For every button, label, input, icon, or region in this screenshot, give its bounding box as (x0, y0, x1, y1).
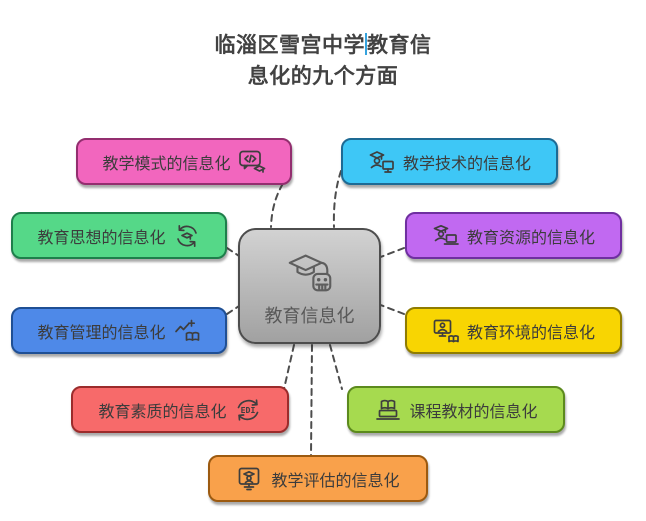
page-title[interactable]: 临淄区雪宫中学教育信 息化的九个方面 (0, 30, 646, 92)
node-teaching-mode[interactable]: 教学模式的信息化 (76, 138, 292, 185)
center-node-label: 教育信息化 (264, 305, 355, 327)
monitor-graduate-icon (239, 467, 260, 490)
node-label: 教育思想的信息化 (37, 227, 166, 247)
teacher-monitor-icon (369, 150, 394, 173)
edi-cycle-icon: EDI (237, 398, 258, 421)
workflow-book-icon (174, 319, 199, 341)
connector-education-environment (377, 303, 405, 315)
node-education-quality[interactable]: 教育素质的信息化 EDI (71, 386, 289, 433)
node-education-environment[interactable]: 教育环境的信息化 (405, 307, 622, 354)
graduation-cap-robot-icon (288, 254, 331, 291)
title-line1-part1: 临淄区雪宫中学 (214, 33, 365, 57)
text-cursor (365, 33, 367, 55)
book-laptop-icon (376, 399, 401, 420)
node-teaching-evaluation[interactable]: 教学评估的信息化 (208, 455, 428, 502)
svg-text:EDI: EDI (240, 405, 255, 415)
code-chat-graduation-icon (238, 150, 265, 173)
connector-teaching-technology (332, 170, 342, 228)
node-label: 教育素质的信息化 (98, 401, 227, 421)
connector-course-materials (329, 344, 343, 390)
title-line2: 息化的九个方面 (247, 64, 399, 88)
node-label: 教学模式的信息化 (102, 153, 231, 173)
node-label: 教育环境的信息化 (466, 322, 595, 342)
title-line1-part2: 教育信 (367, 33, 432, 57)
monitor-person-book-icon (433, 319, 459, 342)
student-laptop-icon (433, 224, 459, 245)
node-label: 教学技术的信息化 (402, 153, 531, 173)
connector-education-quality (283, 344, 295, 390)
node-education-management[interactable]: 教育管理的信息化 (11, 307, 227, 354)
connector-education-resources (377, 247, 405, 259)
node-label: 教育资源的信息化 (466, 227, 595, 247)
node-education-informatization[interactable]: 教育信息化 (238, 228, 381, 344)
node-education-resources[interactable]: 教育资源的信息化 (405, 212, 622, 259)
node-label: 教育管理的信息化 (37, 322, 166, 342)
sync-graduation-icon (176, 224, 197, 247)
node-label: 教学评估的信息化 (271, 470, 400, 490)
node-teaching-technology[interactable]: 教学技术的信息化 (341, 138, 558, 185)
connector-teaching-evaluation (310, 344, 313, 457)
node-label: 课程教材的信息化 (409, 401, 538, 421)
node-course-materials[interactable]: 课程教材的信息化 (347, 386, 565, 433)
node-education-thought[interactable]: 教育思想的信息化 (11, 212, 227, 259)
